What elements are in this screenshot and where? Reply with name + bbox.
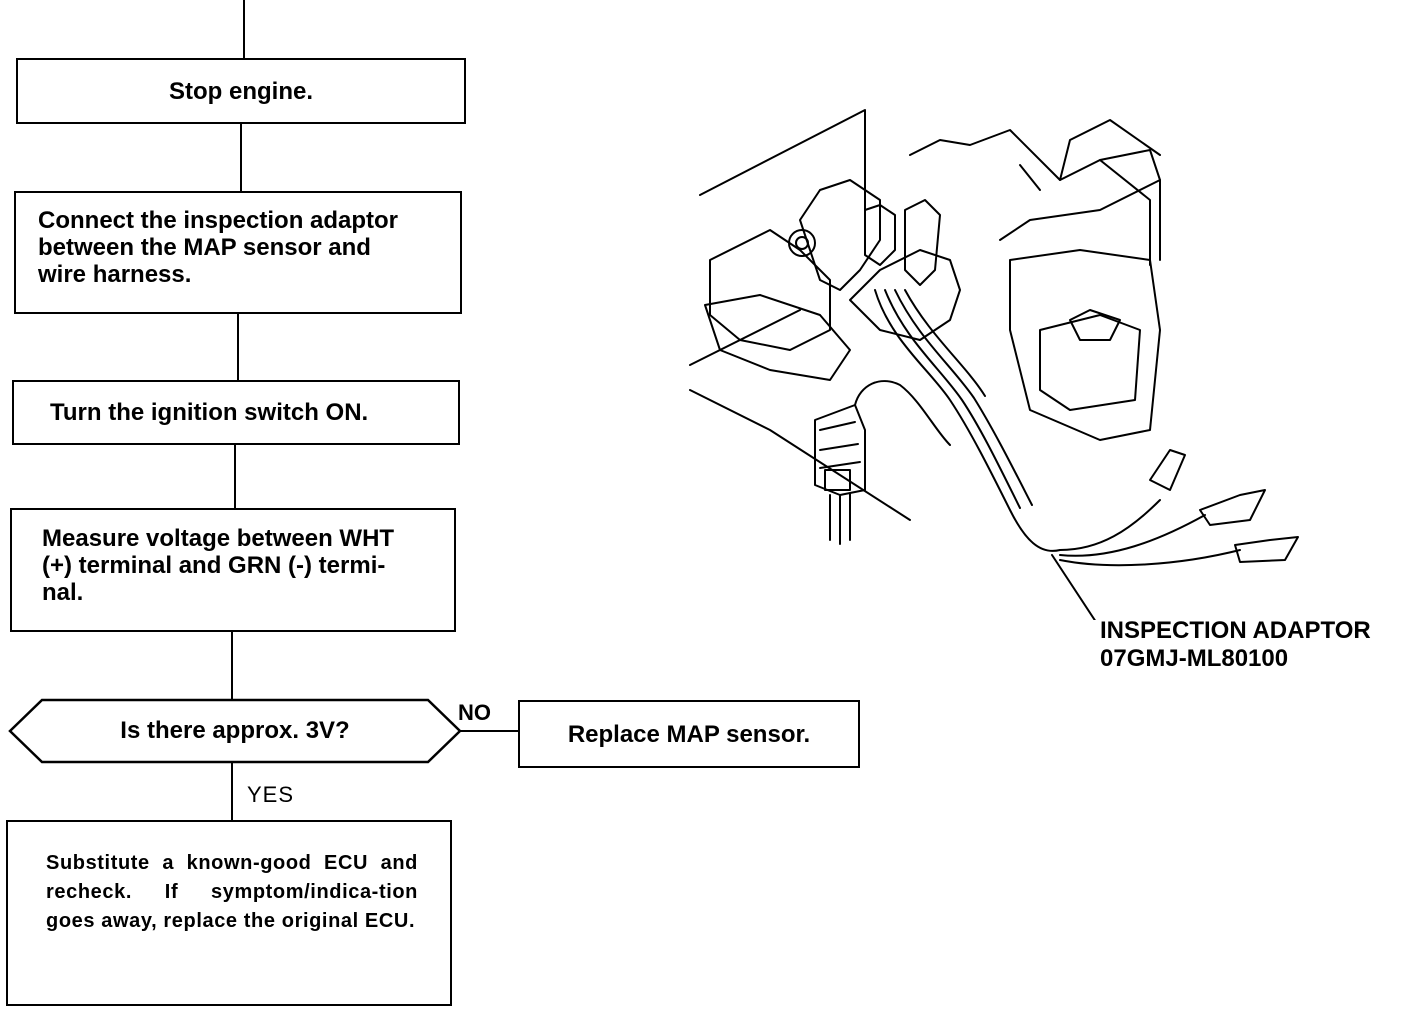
wire-harness [874,289,1061,552]
decision-question: Is there approx. 3V? [120,717,350,744]
step-stop-engine: Stop engine. [16,58,466,124]
step-substitute-ecu-text: Substitute a known-good ECU and recheck.… [46,852,418,932]
test-clip-2 [1199,489,1266,526]
step-measure-voltage-text: Measure voltage between WHT (+) terminal… [42,525,395,606]
step-replace-map-sensor-text: Replace MAP sensor. [567,720,811,748]
step-replace-map-sensor: Replace MAP sensor. [518,700,860,768]
map-sensor-body [799,179,881,291]
manifold-outline [689,109,911,521]
branch-label-no: NO [458,700,491,725]
adaptor-lead-1 [1059,499,1161,551]
adaptor-lead-2 [1059,514,1206,557]
callout-name: INSPECTION ADAPTOR [1100,617,1371,644]
decision-diamond [8,698,462,764]
engine-block-outline [1009,249,1161,441]
step-ignition-on: Turn the ignition switch ON. [12,380,460,445]
test-clip-1 [1149,449,1186,491]
branch-label-yes: YES [247,782,295,807]
callout-leader [1051,554,1096,620]
step-measure-voltage: Measure voltage between WHT (+) terminal… [10,508,456,632]
step-connect-adaptor-text: Connect the inspection adaptor between t… [38,207,399,288]
map-sensor-illustration [689,109,1299,620]
adaptor-lead-3 [1059,549,1241,567]
step-substitute-ecu: Substitute a known-good ECU and recheck.… [6,820,452,1006]
step-ignition-on-text: Turn the ignition switch ON. [50,399,369,426]
test-clip-3 [1234,536,1299,563]
callout-part-number: 07GMJ-ML80100 [1100,645,1289,672]
step-stop-engine-text: Stop engine. [169,77,313,105]
step-connect-adaptor: Connect the inspection adaptor between t… [14,191,462,314]
inspection-adaptor-callout: INSPECTION ADAPTOR 07GMJ-ML80100 [1100,617,1371,673]
